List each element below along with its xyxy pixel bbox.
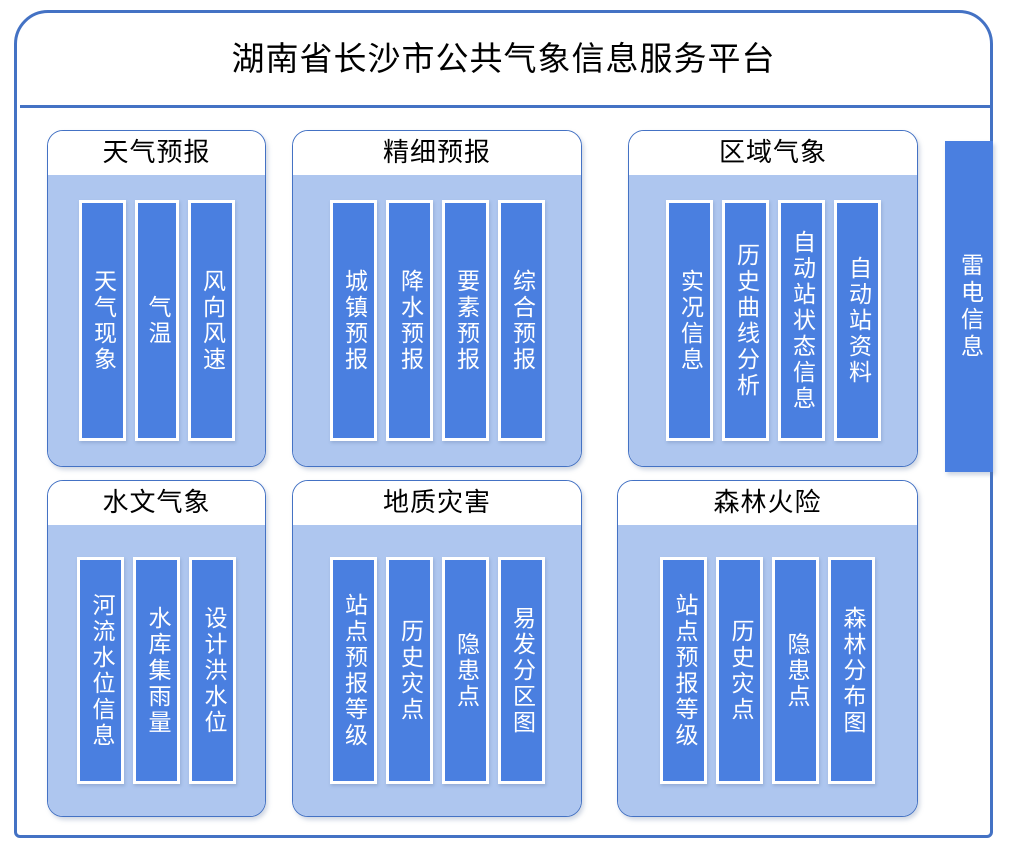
bar-label: 风向风速 [198, 268, 225, 373]
bar-label: 天气现象 [89, 268, 116, 373]
panel-title-weather-forecast: 天气预报 [102, 138, 211, 168]
bar-station-forecast-level[interactable]: 站点预报等级 [329, 557, 377, 784]
bar-station-forecast-level[interactable]: 站点预报等级 [660, 557, 707, 784]
panel-title-hydro-meteorology: 水文气象 [102, 488, 211, 518]
panel-header-regional-meteorology: 区域气象 [629, 131, 917, 175]
bar-forest-distribution-map[interactable]: 森林分布图 [828, 557, 875, 784]
bar-hidden-danger-points[interactable]: 隐患点 [441, 557, 489, 784]
platform-frame: 湖南省长沙市公共气象信息服务平台 天气预报 天气现象 气温 风向风速 精细预报 … [14, 10, 993, 838]
bar-label: 自动站状态信息 [788, 229, 815, 412]
panel-regional-meteorology[interactable]: 区域气象 实况信息 历史曲线分析 自动站状态信息 自动站资料 [628, 130, 918, 467]
bar-temperature[interactable]: 气温 [134, 200, 179, 441]
bar-historical-disaster-points[interactable]: 历史灾点 [385, 557, 433, 784]
panel-body-fine-forecast: 城镇预报 降水预报 要素预报 综合预报 [293, 175, 581, 466]
bar-reservoir-rainfall[interactable]: 水库集雨量 [133, 557, 180, 784]
bar-lightning-information[interactable]: 雷电信息 [945, 141, 993, 472]
panel-title-geological-disaster: 地质灾害 [382, 488, 491, 518]
bar-label: 综合预报 [508, 268, 535, 373]
panel-header-weather-forecast: 天气预报 [48, 131, 265, 175]
bar-label: 站点预报等级 [340, 592, 367, 749]
panel-body-geological-disaster: 站点预报等级 历史灾点 隐患点 易发分区图 [293, 525, 581, 816]
bar-weather-phenomenon[interactable]: 天气现象 [78, 200, 126, 441]
panel-body-hydro-meteorology: 河流水位信息 水库集雨量 设计洪水位 [48, 525, 265, 816]
bar-historical-disaster-points[interactable]: 历史灾点 [716, 557, 763, 784]
panel-header-hydro-meteorology: 水文气象 [48, 481, 265, 525]
bar-label: 设计洪水位 [200, 605, 226, 736]
bar-label: 森林分布图 [839, 605, 865, 736]
bar-auto-station-data[interactable]: 自动站资料 [833, 200, 881, 441]
bar-hidden-danger-points[interactable]: 隐患点 [772, 557, 819, 784]
bar-label: 自动站资料 [844, 255, 871, 386]
bar-label: 水库集雨量 [144, 605, 170, 736]
panel-title-fine-forecast: 精细预报 [382, 138, 491, 168]
bar-label: 易发分区图 [508, 605, 535, 736]
title-divider [20, 105, 993, 108]
panel-geological-disaster[interactable]: 地质灾害 站点预报等级 历史灾点 隐患点 易发分区图 [292, 480, 582, 817]
bar-label: 隐患点 [452, 631, 479, 710]
bar-label: 历史灾点 [396, 618, 423, 723]
bar-label: 城镇预报 [340, 268, 367, 373]
panel-fine-forecast[interactable]: 精细预报 城镇预报 降水预报 要素预报 综合预报 [292, 130, 582, 467]
bar-design-flood-level[interactable]: 设计洪水位 [189, 557, 236, 784]
panel-header-forest-fire-risk: 森林火险 [618, 481, 917, 525]
page-title: 湖南省长沙市公共气象信息服务平台 [231, 39, 776, 78]
bar-element-forecast[interactable]: 要素预报 [441, 200, 489, 441]
panel-title-regional-meteorology: 区域气象 [718, 138, 827, 168]
bar-live-information[interactable]: 实况信息 [665, 200, 713, 441]
bar-wind-direction-speed[interactable]: 风向风速 [187, 200, 235, 441]
bar-precipitation-forecast[interactable]: 降水预报 [385, 200, 433, 441]
bar-auto-station-status-info[interactable]: 自动站状态信息 [777, 200, 825, 441]
bar-label: 要素预报 [452, 268, 479, 373]
bar-river-water-level-info[interactable]: 河流水位信息 [77, 557, 124, 784]
bar-label: 站点预报等级 [671, 592, 697, 749]
bar-label: 历史灾点 [727, 618, 753, 723]
panel-body-weather-forecast: 天气现象 气温 风向风速 [48, 175, 265, 466]
panel-forest-fire-risk[interactable]: 森林火险 站点预报等级 历史灾点 隐患点 森林分布图 [617, 480, 918, 817]
bar-comprehensive-forecast[interactable]: 综合预报 [497, 200, 545, 441]
bar-label: 降水预报 [396, 268, 423, 373]
panel-title-forest-fire-risk: 森林火险 [713, 488, 822, 518]
panel-weather-forecast[interactable]: 天气预报 天气现象 气温 风向风速 [47, 130, 266, 467]
panel-body-forest-fire-risk: 站点预报等级 历史灾点 隐患点 森林分布图 [618, 525, 917, 816]
bar-label: 河流水位信息 [88, 592, 114, 749]
bar-label: 历史曲线分析 [732, 242, 759, 399]
panel-header-geological-disaster: 地质灾害 [293, 481, 581, 525]
bar-town-forecast[interactable]: 城镇预报 [329, 200, 377, 441]
panel-hydro-meteorology[interactable]: 水文气象 河流水位信息 水库集雨量 设计洪水位 [47, 480, 266, 817]
bar-label: 雷电信息 [956, 252, 983, 361]
panel-body-regional-meteorology: 实况信息 历史曲线分析 自动站状态信息 自动站资料 [629, 175, 917, 466]
bar-historical-curve-analysis[interactable]: 历史曲线分析 [721, 200, 769, 441]
panel-header-fine-forecast: 精细预报 [293, 131, 581, 175]
bar-label: 气温 [144, 294, 170, 347]
bar-prone-zone-map[interactable]: 易发分区图 [497, 557, 545, 784]
bar-label: 实况信息 [676, 268, 703, 373]
bar-label: 隐患点 [783, 631, 809, 710]
